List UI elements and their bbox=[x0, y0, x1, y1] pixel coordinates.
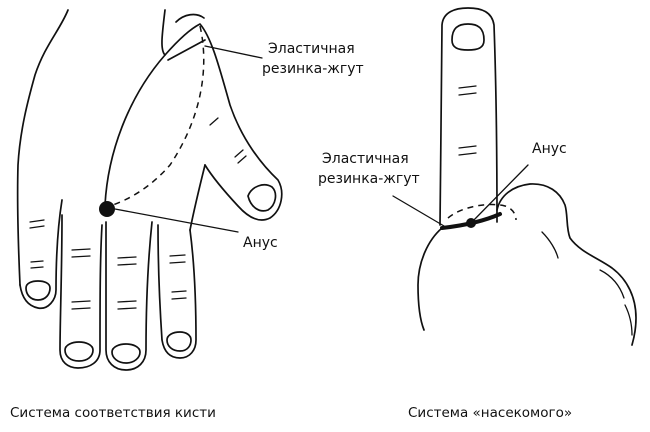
left-anus-label: Анус bbox=[243, 235, 278, 251]
left-finger-crease bbox=[30, 266, 44, 269]
left-finger-crease bbox=[169, 261, 186, 264]
left-finger-crease bbox=[171, 290, 187, 293]
left-finger-crease bbox=[169, 254, 186, 257]
left-finger-index-nail bbox=[25, 280, 51, 301]
left-arm-edge bbox=[161, 9, 166, 56]
left-finger-crease bbox=[71, 307, 91, 310]
left-band-line bbox=[167, 39, 206, 61]
right-raised-finger bbox=[439, 7, 498, 226]
left-finger-index bbox=[19, 199, 63, 310]
left-thumb-knuckle bbox=[175, 13, 205, 23]
right-finger-crease bbox=[458, 85, 477, 89]
right-knuckle-line bbox=[624, 304, 633, 336]
left-band-leader bbox=[204, 45, 263, 59]
right-dashed-contour bbox=[447, 203, 517, 221]
left-finger-middle-nail bbox=[64, 341, 94, 362]
left-wrist-edge bbox=[16, 9, 69, 286]
right-band-label-line2: резинка-жгут bbox=[318, 171, 420, 187]
left-finger-crease bbox=[29, 219, 45, 223]
left-finger-crease bbox=[171, 297, 187, 300]
left-band-label-line1: Эластичная bbox=[268, 41, 355, 57]
left-palm-edge bbox=[189, 164, 206, 231]
left-hand-drawing bbox=[16, 9, 283, 371]
left-thumb-crease bbox=[209, 117, 219, 126]
right-finger-nail bbox=[451, 23, 485, 51]
left-finger-middle bbox=[59, 214, 103, 369]
right-knuckle-line bbox=[599, 269, 625, 299]
right-knuckle-line bbox=[541, 231, 559, 259]
left-finger-crease bbox=[30, 260, 44, 263]
right-fist-outline bbox=[417, 227, 443, 331]
left-finger-crease bbox=[117, 300, 137, 303]
left-finger-ring-nail bbox=[111, 343, 141, 364]
right-anus-leader bbox=[470, 164, 529, 224]
left-thumb-outline bbox=[104, 23, 283, 221]
left-finger-crease bbox=[71, 300, 91, 303]
left-finger-crease bbox=[117, 263, 137, 266]
right-band-leader bbox=[392, 195, 445, 227]
left-anus-dot bbox=[99, 201, 115, 217]
right-caption: Система «насекомого» bbox=[408, 405, 573, 421]
right-band-label-line1: Эластичная bbox=[322, 151, 409, 167]
left-finger-ring bbox=[105, 221, 153, 371]
left-thumb-crease bbox=[234, 149, 244, 158]
right-hand-drawing bbox=[392, 7, 637, 346]
left-finger-little bbox=[157, 224, 197, 359]
left-finger-crease bbox=[71, 255, 91, 258]
right-fist-outline bbox=[496, 183, 637, 346]
left-thumb-nail bbox=[247, 184, 277, 212]
right-finger-crease bbox=[458, 92, 477, 96]
left-finger-little-nail bbox=[166, 331, 192, 352]
right-anus-label: Анус bbox=[532, 141, 567, 157]
right-finger-crease bbox=[458, 152, 477, 156]
left-dashed-line bbox=[109, 25, 205, 207]
left-anus-leader bbox=[114, 208, 239, 233]
right-finger-crease bbox=[458, 145, 477, 149]
left-caption: Система соответствия кисти bbox=[10, 405, 216, 421]
left-band-label-line2: резинка-жгут bbox=[262, 61, 364, 77]
left-finger-crease bbox=[117, 256, 137, 259]
left-finger-crease bbox=[117, 307, 137, 310]
left-thumb-crease bbox=[237, 155, 247, 164]
left-finger-crease bbox=[29, 225, 45, 229]
left-finger-crease bbox=[71, 248, 91, 251]
